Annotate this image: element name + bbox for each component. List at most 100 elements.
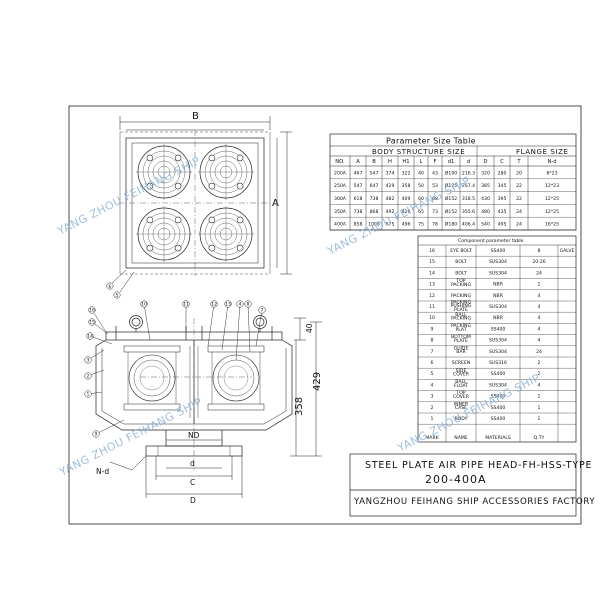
param-header-8: d (467, 159, 470, 165)
component-cell: NBR (493, 315, 504, 321)
param-cell: 68 (432, 196, 438, 202)
component-cell: 2 (538, 371, 541, 377)
param-cell: 409 (402, 196, 411, 202)
param-cell: 647 (370, 183, 379, 189)
component-cell: SUS316 (489, 360, 507, 366)
screen-4 (198, 206, 254, 262)
param-cell: 267.4 (462, 183, 475, 189)
callout-part-15: 15 (88, 318, 109, 335)
param-cell: 395 (498, 196, 507, 202)
param-cell: Ø100 (445, 169, 457, 176)
callout-label: 16 (89, 308, 95, 314)
param-cell: 318.5 (462, 196, 475, 202)
param-cell: 467 (354, 170, 363, 176)
callout-label: 15 (89, 320, 95, 326)
watermark-bottom: YANG ZHOU FEIHANG SHIP (57, 395, 205, 479)
param-cell: 358 (402, 183, 411, 189)
callout-label: 10 (141, 302, 147, 308)
component-cell: 2 (431, 405, 434, 411)
component-cell: 1 (431, 416, 434, 422)
param-cell: 78 (432, 222, 438, 228)
component-cell: BOLT (455, 270, 467, 276)
callout-label: 7 (261, 308, 264, 314)
dimension-outer-d-label: D (190, 496, 196, 505)
component-cell: 15 (429, 259, 435, 265)
component-cell: 11 (429, 304, 435, 310)
component-parameter-table: Component parameter table (417, 235, 577, 443)
callout-part-14: 14 (86, 332, 113, 345)
callout-label: 8 (247, 302, 250, 308)
component-cell: SUS304 (489, 270, 507, 276)
component-cell: 7 (431, 349, 434, 355)
component-cell: BAR (456, 349, 466, 355)
dimension-b (119, 116, 271, 131)
component-cell: SUS304 (489, 259, 507, 265)
component-cell: 3 (431, 394, 434, 400)
parameter-table-title: Parameter Size Table (386, 137, 476, 146)
component-footer-3: Q.TY (534, 435, 545, 441)
param-cell: 400A (334, 222, 347, 228)
dimension-h1-label: 358 (294, 397, 305, 416)
param-cell: 200A (334, 170, 347, 176)
component-cell: PLATE (454, 338, 468, 344)
component-cell: BALL (455, 312, 467, 318)
param-cell: 24 (516, 209, 522, 215)
watermark-top-right: YANG ZHOU FEIHANG SHIP (325, 174, 473, 258)
param-cell: 618 (354, 196, 363, 202)
component-cell: TOP (455, 390, 465, 396)
param-cell: 492 (386, 209, 395, 215)
callout-label: 9 (95, 432, 98, 438)
param-cell: 16*25 (545, 222, 559, 228)
param-cell: 8*23 (546, 170, 557, 176)
title-block (349, 453, 577, 517)
component-cell: SS400 (491, 326, 506, 332)
component-cell: PACKING (451, 299, 472, 305)
component-cell: SCREEN (452, 360, 471, 366)
param-cell: 75 (418, 222, 424, 228)
component-cell: 4 (538, 382, 541, 388)
component-cell: 2 (538, 360, 541, 366)
callout-5: 5 (116, 293, 119, 299)
component-cell: BODY (455, 416, 468, 422)
component-cell: SS400 (491, 416, 506, 422)
param-cell: 350A (334, 209, 347, 215)
param-cell: 868 (370, 209, 379, 215)
param-cell: 435 (498, 209, 507, 215)
component-cell: NBR (493, 282, 504, 288)
parameter-size-table: Parameter Size Table BODY STRUCTURE SIZE… (329, 133, 577, 231)
callout-part-10: 10 (140, 300, 151, 341)
drawing-size-range: 200-400A (425, 473, 487, 486)
component-cell: 4 (538, 304, 541, 310)
component-cell: SS400 (491, 405, 506, 411)
component-cell: 4 (538, 326, 541, 332)
top-view (118, 130, 272, 276)
callout-part-2: 2 (84, 369, 105, 380)
callout-part-12: 12 (207, 300, 218, 347)
param-cell: 495 (498, 222, 507, 228)
param-cell: 216.3 (462, 170, 475, 176)
component-cell: 4 (431, 382, 434, 388)
screen-2 (198, 144, 254, 200)
component-cell: 4 (538, 293, 541, 299)
dimension-a-label: A (272, 198, 279, 209)
param-header-5: L (420, 159, 423, 165)
component-cell: SUS304 (489, 382, 507, 388)
param-cell: 540 (481, 222, 490, 228)
component-cell: BOTTOM (451, 334, 471, 340)
drawing-frame (68, 105, 582, 525)
param-cell: 430 (481, 196, 490, 202)
param-cell: Ø152 (445, 195, 457, 202)
callout-part-16: 16 (88, 306, 107, 333)
param-cell: 1008 (368, 222, 380, 228)
callout-part-13: 13 (221, 300, 232, 351)
screen-1 (136, 144, 192, 200)
component-cell: SUS304 (489, 349, 507, 355)
component-cell: SS400 (491, 371, 506, 377)
param-cell: 250A (334, 183, 347, 189)
callout-part-3: 3 (84, 349, 105, 364)
param-cell: 280 (498, 170, 507, 176)
callout-6: 6 (109, 284, 112, 290)
param-cell: 43 (432, 170, 438, 176)
